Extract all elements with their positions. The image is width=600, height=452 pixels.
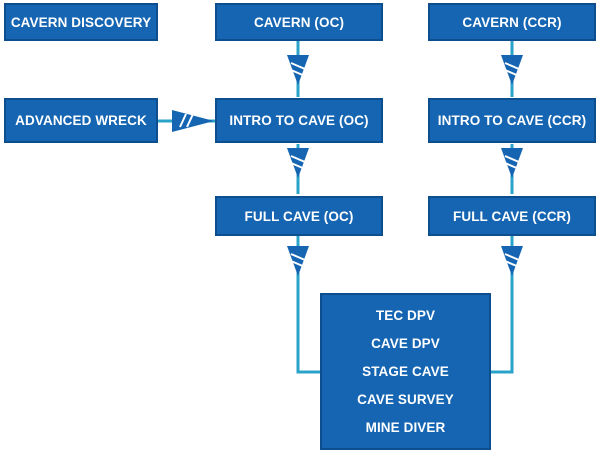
connector-full-ccr-to-specialties bbox=[491, 236, 514, 374]
connector-full-oc-to-specialties bbox=[296, 236, 320, 374]
arrow-full-ccr-to-specialties bbox=[501, 246, 523, 276]
node-intro-cave-ccr: INTRO TO CAVE (CCR) bbox=[428, 98, 596, 143]
arrow-intro-oc-to-full-oc bbox=[287, 148, 309, 178]
node-full-cave-oc: FULL CAVE (OC) bbox=[215, 196, 383, 236]
specialty-tec-dpv: TEC DPV bbox=[375, 308, 436, 324]
node-cavern-discovery: CAVERN DISCOVERY bbox=[4, 3, 158, 41]
node-label: CAVERN (OC) bbox=[253, 14, 345, 30]
node-label: CAVERN (CCR) bbox=[462, 14, 562, 30]
node-full-cave-ccr: FULL CAVE (CCR) bbox=[428, 196, 596, 236]
specialty-stage-cave: STAGE CAVE bbox=[362, 363, 449, 379]
specialty-mine-diver: MINE DIVER bbox=[365, 419, 446, 435]
arrow-cavern-oc-to-intro-oc bbox=[287, 55, 309, 85]
specialty-cave-dpv: CAVE DPV bbox=[371, 336, 440, 352]
node-label: CAVERN DISCOVERY bbox=[10, 14, 152, 30]
node-label: INTRO TO CAVE (CCR) bbox=[437, 113, 587, 128]
node-cavern-oc: CAVERN (OC) bbox=[215, 3, 383, 41]
node-label: FULL CAVE (OC) bbox=[244, 208, 354, 224]
arrow-intro-ccr-to-full-ccr bbox=[501, 148, 523, 178]
arrow-full-oc-to-specialties bbox=[287, 246, 309, 276]
specialty-cave-survey: CAVE SURVEY bbox=[357, 391, 454, 407]
node-advanced-wreck: ADVANCED WRECK bbox=[4, 98, 158, 143]
node-label: FULL CAVE (CCR) bbox=[453, 208, 571, 224]
arrow-cavern-ccr-to-intro-ccr bbox=[501, 55, 523, 85]
node-intro-cave-oc: INTRO TO CAVE (OC) bbox=[215, 98, 383, 143]
node-specialties: TEC DPV CAVE DPV STAGE CAVE CAVE SURVEY … bbox=[320, 293, 491, 450]
node-label: INTRO TO CAVE (OC) bbox=[229, 113, 369, 128]
node-cavern-ccr: CAVERN (CCR) bbox=[428, 3, 596, 41]
arrow-wreck-to-intro-oc bbox=[172, 110, 214, 132]
node-label: ADVANCED WRECK bbox=[15, 113, 147, 128]
